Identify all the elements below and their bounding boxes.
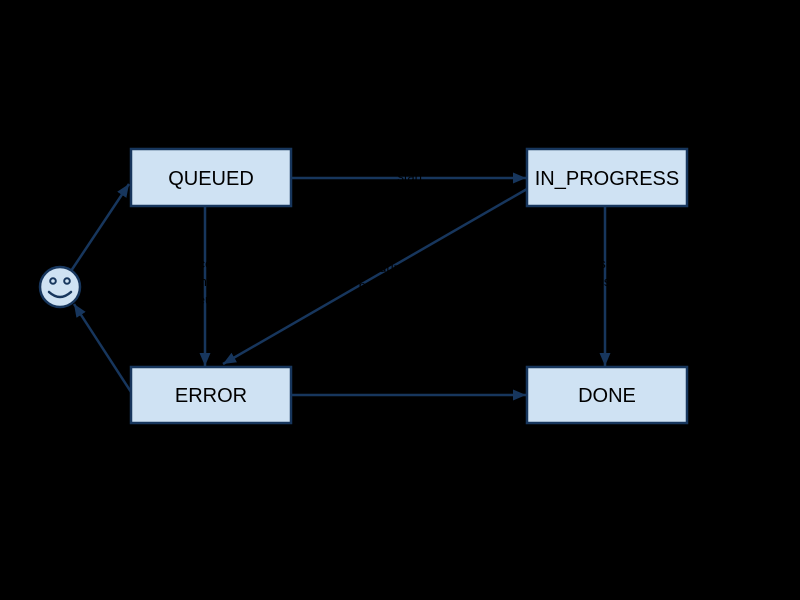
- edge-label-queued-to-error-line1: cancelled: [178, 256, 233, 271]
- smiley-mouth: [47, 290, 73, 299]
- edge-label-in-progress-to-error-line1: failed: [374, 242, 405, 257]
- queued-label: QUEUED: [168, 168, 254, 190]
- smiley-left-eye: [49, 277, 57, 285]
- edge-start-to-queued: [69, 183, 131, 272]
- in-progress-label: IN_PROGRESS: [535, 168, 679, 190]
- edge-error-to-start: [72, 303, 133, 393]
- queued-box: [129, 147, 293, 208]
- edge-label-queued-to-error-line3: queued: [183, 292, 226, 307]
- edge-label-in-progress-to-error-line2: during: [372, 260, 408, 275]
- error-box: [129, 365, 293, 425]
- edge-in-progress-to-error: [222, 187, 528, 366]
- node-done: DONE: [525, 365, 689, 425]
- smiley-right-eye: [63, 277, 71, 285]
- edge-label-in-progress-to-done-line2: successfully: [570, 274, 641, 289]
- done-box: [525, 365, 689, 425]
- edge-label-queued-to-error-line2: while: [189, 274, 220, 289]
- error-label: ERROR: [175, 385, 247, 407]
- in-progress-box: [525, 147, 689, 208]
- edge-label-in-progress-to-done-line1: finished: [583, 256, 628, 271]
- node-in-progress: IN_PROGRESS: [525, 147, 689, 208]
- edge-labels: start cancelled while queued failed duri…: [178, 169, 641, 307]
- done-label: DONE: [578, 385, 636, 407]
- start-node: [38, 265, 82, 309]
- edge-label-in-progress-to-error-line3: processing: [359, 278, 422, 293]
- edges: [69, 172, 611, 401]
- smiley-face-icon: [38, 265, 82, 309]
- edge-label-queued-to-in-progress: start: [397, 169, 423, 184]
- node-error: ERROR: [129, 365, 293, 425]
- node-queued: QUEUED: [129, 147, 293, 208]
